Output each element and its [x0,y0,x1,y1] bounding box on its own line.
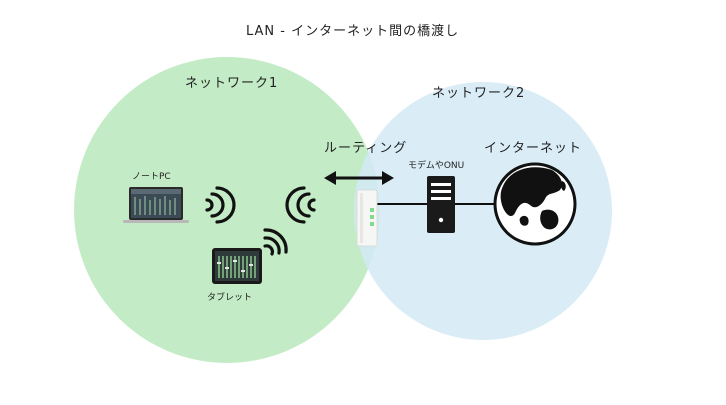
wifi-wave-icon [285,186,316,224]
routing-label: ルーティング [324,141,408,156]
double-arrow-icon [324,171,394,185]
server-tower-icon [427,176,455,233]
network2-label: ネットワーク2 [432,86,526,101]
router-icon [356,189,378,247]
modem-label: モデムやONU [408,161,465,171]
laptop-icon [123,187,189,223]
network2-circle [354,82,612,340]
diagram-title: LAN - インターネット間の橋渡し [246,24,460,39]
tablet-label: タブレット [207,293,253,303]
wifi-wave-icon [205,186,236,224]
wifi-wave-icon [263,228,288,256]
globe-icon [493,162,577,246]
network1-circle [74,57,380,363]
laptop-label: ノートPC [132,172,171,182]
tablet-icon [212,248,262,284]
network1-label: ネットワーク1 [185,76,279,91]
internet-label: インターネット [484,141,583,156]
